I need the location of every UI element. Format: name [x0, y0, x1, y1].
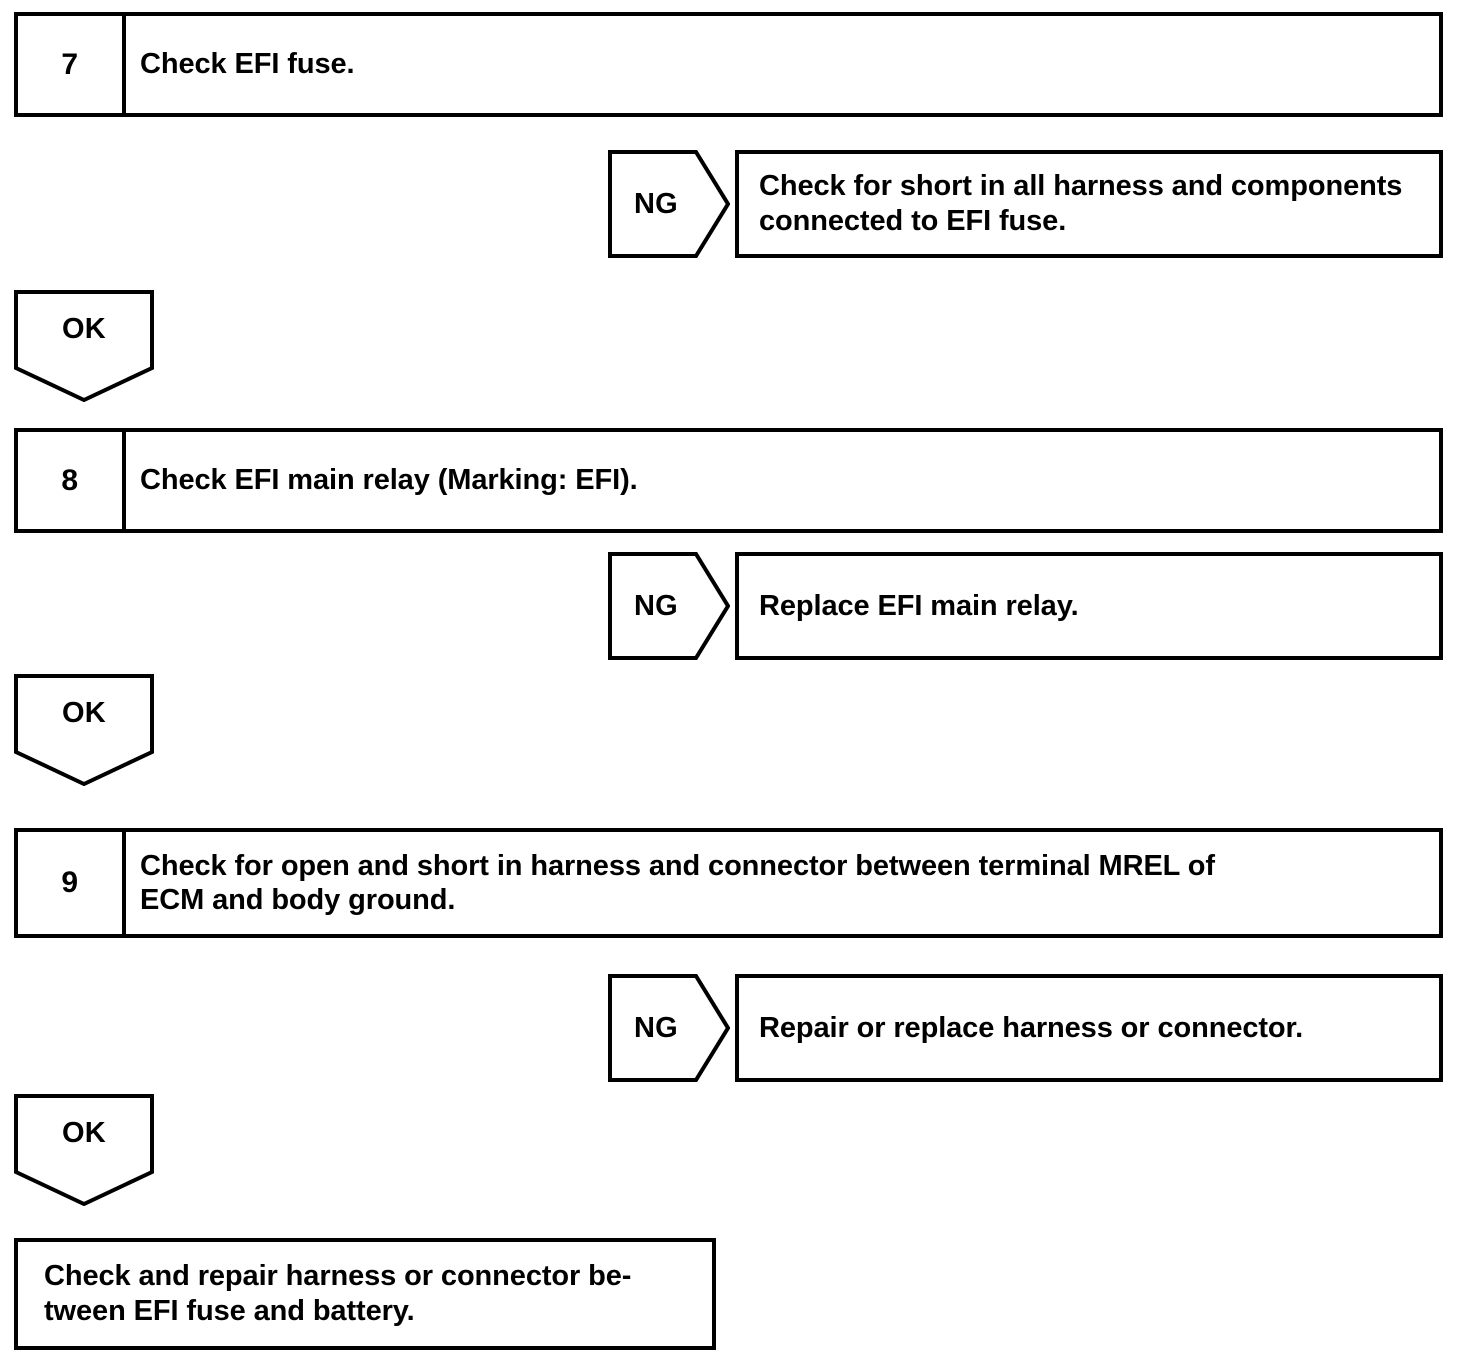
- step-number-9: 9: [18, 832, 126, 934]
- step-text-9-lines: Check for open and short in harness and …: [140, 849, 1215, 917]
- step-box-8: 8 Check EFI main relay (Marking: EFI).: [14, 428, 1443, 533]
- ng-result-text-9: Repair or replace harness or connector.: [759, 1011, 1304, 1044]
- final-result-text-line2: tween EFI fuse and battery.: [44, 1295, 415, 1327]
- ng-label-7: NG: [633, 187, 679, 220]
- step-text-7: Check EFI fuse.: [126, 16, 1439, 113]
- step-text-7-line: Check EFI fuse.: [140, 48, 355, 81]
- final-result-text-line1: Check and repair harness or connector be…: [44, 1260, 632, 1293]
- ng-result-text-7-line2: connected to EFI fuse.: [759, 205, 1067, 237]
- ok-arrow-7: OK: [14, 290, 154, 402]
- step-text-9-line2: ECM and body ground.: [140, 884, 456, 916]
- step-number-8: 8: [18, 432, 126, 529]
- ng-result-text-7: Check for short in all harness and compo…: [759, 169, 1402, 239]
- ng-arrow-8: NG: [608, 552, 730, 660]
- ng-label-8: NG: [633, 589, 679, 622]
- ng-result-text-8: Replace EFI main relay.: [759, 589, 1079, 622]
- step-text-8-line: Check EFI main relay (Marking: EFI).: [140, 464, 638, 497]
- ng-result-box-8: Replace EFI main relay.: [735, 552, 1443, 660]
- step-text-8: Check EFI main relay (Marking: EFI).: [126, 432, 1439, 529]
- ng-result-text-7-line1: Check for short in all harness and compo…: [759, 170, 1403, 203]
- final-result-box: Check and repair harness or connector be…: [14, 1238, 716, 1350]
- ng-arrow-9: NG: [608, 974, 730, 1082]
- step-text-9: Check for open and short in harness and …: [126, 832, 1439, 934]
- step-text-9-line1: Check for open and short in harness and …: [140, 849, 1215, 882]
- ok-arrow-8: OK: [14, 674, 154, 786]
- ok-label-8: OK: [61, 696, 107, 729]
- step-box-7: 7 Check EFI fuse.: [14, 12, 1443, 117]
- step-box-9: 9 Check for open and short in harness an…: [14, 828, 1443, 938]
- final-result-text: Check and repair harness or connector be…: [44, 1259, 631, 1329]
- ng-arrow-7: NG: [608, 150, 730, 258]
- ok-label-7: OK: [61, 312, 107, 345]
- ok-label-9: OK: [61, 1116, 107, 1149]
- ng-label-9: NG: [633, 1011, 679, 1044]
- step-number-7: 7: [18, 16, 126, 113]
- ok-arrow-9: OK: [14, 1094, 154, 1206]
- ng-result-box-9: Repair or replace harness or connector.: [735, 974, 1443, 1082]
- ng-result-box-7: Check for short in all harness and compo…: [735, 150, 1443, 258]
